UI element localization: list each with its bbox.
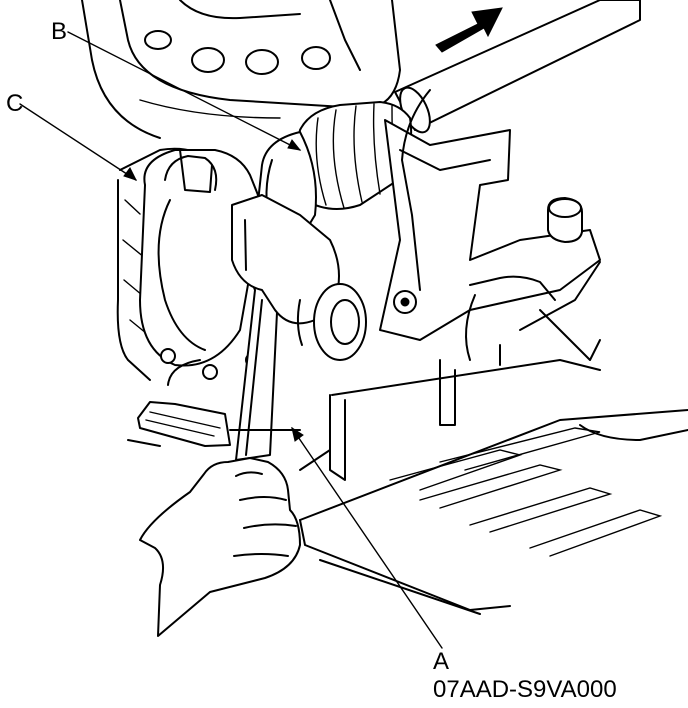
differential-flange [139, 149, 263, 386]
callout-label-c: C [6, 90, 24, 117]
leader-line-b [67, 31, 301, 151]
floor-plate [299, 359, 688, 615]
callout-label-a: A [433, 648, 450, 675]
callout-label-b: B [51, 18, 68, 45]
leader-line-a [291, 427, 443, 649]
leader-arrowhead-b [287, 139, 302, 151]
leader-line-c [19, 103, 137, 181]
direction-arrow-icon [435, 7, 503, 53]
subframe [379, 89, 601, 426]
leader-lines [19, 31, 443, 649]
leader-arrowhead-c [123, 167, 137, 181]
figure-code: 07AAD-S9VA000 [433, 676, 617, 703]
hand [139, 457, 301, 637]
leader-arrowhead-a [291, 426, 304, 442]
bracket [127, 401, 301, 447]
pry-bar [231, 194, 367, 461]
